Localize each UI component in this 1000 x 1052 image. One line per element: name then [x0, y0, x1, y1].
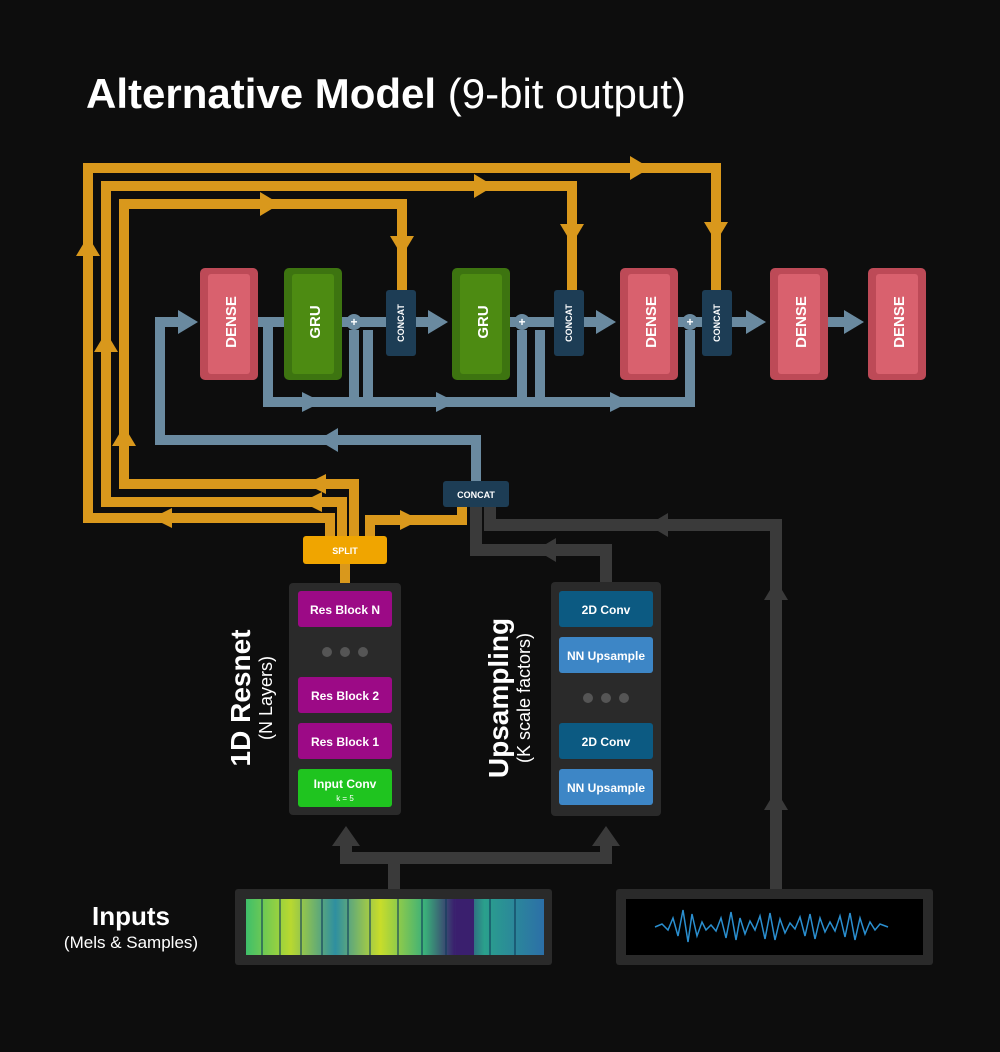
split-block: SPLIT	[303, 536, 387, 564]
dense-block-1: DENSE	[200, 268, 258, 380]
resnet-label-main: 1D Resnet	[225, 629, 256, 767]
res-block-n-label: Res Block N	[310, 603, 380, 617]
mel-spectrogram-panel	[235, 889, 552, 965]
res-block-1	[298, 723, 392, 759]
res-block-n	[298, 591, 392, 627]
dense-block-3-label: DENSE	[793, 296, 810, 348]
resnet-label-sub: (N Layers)	[256, 656, 276, 741]
blue-arrowheads	[178, 310, 864, 452]
gru-block-2-label: GRU	[475, 305, 492, 338]
dense-block-3: DENSE	[770, 268, 828, 380]
plus-node-3: +	[682, 314, 698, 330]
waveform-icon	[654, 909, 889, 943]
concat-block-2-label: CONCAT	[564, 304, 574, 342]
upsampling-label: Upsampling (K scale factors)	[483, 616, 534, 780]
concat-main: CONCAT	[443, 481, 509, 507]
upsampling-stack: 2D Conv NN Upsample 2D Conv NN Upsample	[551, 582, 661, 816]
gold-arrowheads	[76, 156, 728, 530]
gru-block-2: GRU	[452, 268, 510, 380]
input-conv-note: k = 5	[336, 794, 354, 803]
resnet-ellipsis	[322, 647, 368, 657]
dense-block-2-label: DENSE	[643, 296, 660, 348]
gru-block-1: GRU	[284, 268, 342, 380]
nn-upsample-2	[559, 769, 653, 805]
input-conv-label: Input Conv	[314, 777, 377, 791]
gray-arrowheads	[332, 513, 788, 846]
plus-node-1: +	[346, 314, 362, 330]
split-block-label: SPLIT	[332, 546, 358, 556]
conv2d-1-label: 2D Conv	[582, 603, 631, 617]
nn-upsample-2-label: NN Upsample	[567, 781, 645, 795]
concat-block-1-label: CONCAT	[396, 304, 406, 342]
inputs-label-main: Inputs	[92, 901, 170, 931]
concat-block-2: CONCAT	[554, 290, 584, 356]
upsampling-label-main: Upsampling	[483, 617, 514, 779]
conv2d-2-label: 2D Conv	[582, 735, 631, 749]
input-conv	[298, 769, 392, 807]
res-block-2-label: Res Block 2	[311, 689, 379, 703]
mel-spectrogram-image	[246, 899, 544, 955]
dense-block-4: DENSE	[868, 268, 926, 380]
resnet-label: 1D Resnet (N Layers)	[225, 628, 276, 768]
dense-block-4-label: DENSE	[891, 296, 908, 348]
plus-node-2: +	[514, 314, 530, 330]
concat-main-label: CONCAT	[457, 490, 495, 500]
title-bold: Alternative Model	[86, 70, 437, 117]
nn-upsample-1-label: NN Upsample	[567, 649, 645, 663]
inputs-label: Inputs (Mels & Samples)	[56, 900, 206, 954]
conv2d-2	[559, 723, 653, 759]
plus-node-1-label: +	[350, 315, 357, 329]
plus-node-2-label: +	[518, 315, 525, 329]
inputs-label-sub: (Mels & Samples)	[63, 933, 199, 952]
page-title: Alternative Model (9-bit output)	[86, 68, 686, 120]
waveform-panel	[616, 889, 933, 965]
nn-upsample-1	[559, 637, 653, 673]
resnet-stack: Res Block N Res Block 2 Res Block 1 Inpu…	[289, 583, 401, 815]
upsampling-label-sub: (K scale factors)	[514, 632, 534, 764]
plus-node-3-label: +	[686, 315, 693, 329]
concat-block-3: CONCAT	[702, 290, 732, 356]
res-block-1-label: Res Block 1	[311, 735, 379, 749]
dense-block-2: DENSE	[620, 268, 678, 380]
upsampling-ellipsis	[583, 693, 629, 703]
concat-block-1: CONCAT	[386, 290, 416, 356]
gru-block-1-label: GRU	[307, 305, 324, 338]
title-normal: (9-bit output)	[447, 70, 686, 117]
concat-block-3-label: CONCAT	[712, 304, 722, 342]
res-block-2	[298, 677, 392, 713]
conv2d-1	[559, 591, 653, 627]
dense-block-1-label: DENSE	[223, 296, 240, 348]
